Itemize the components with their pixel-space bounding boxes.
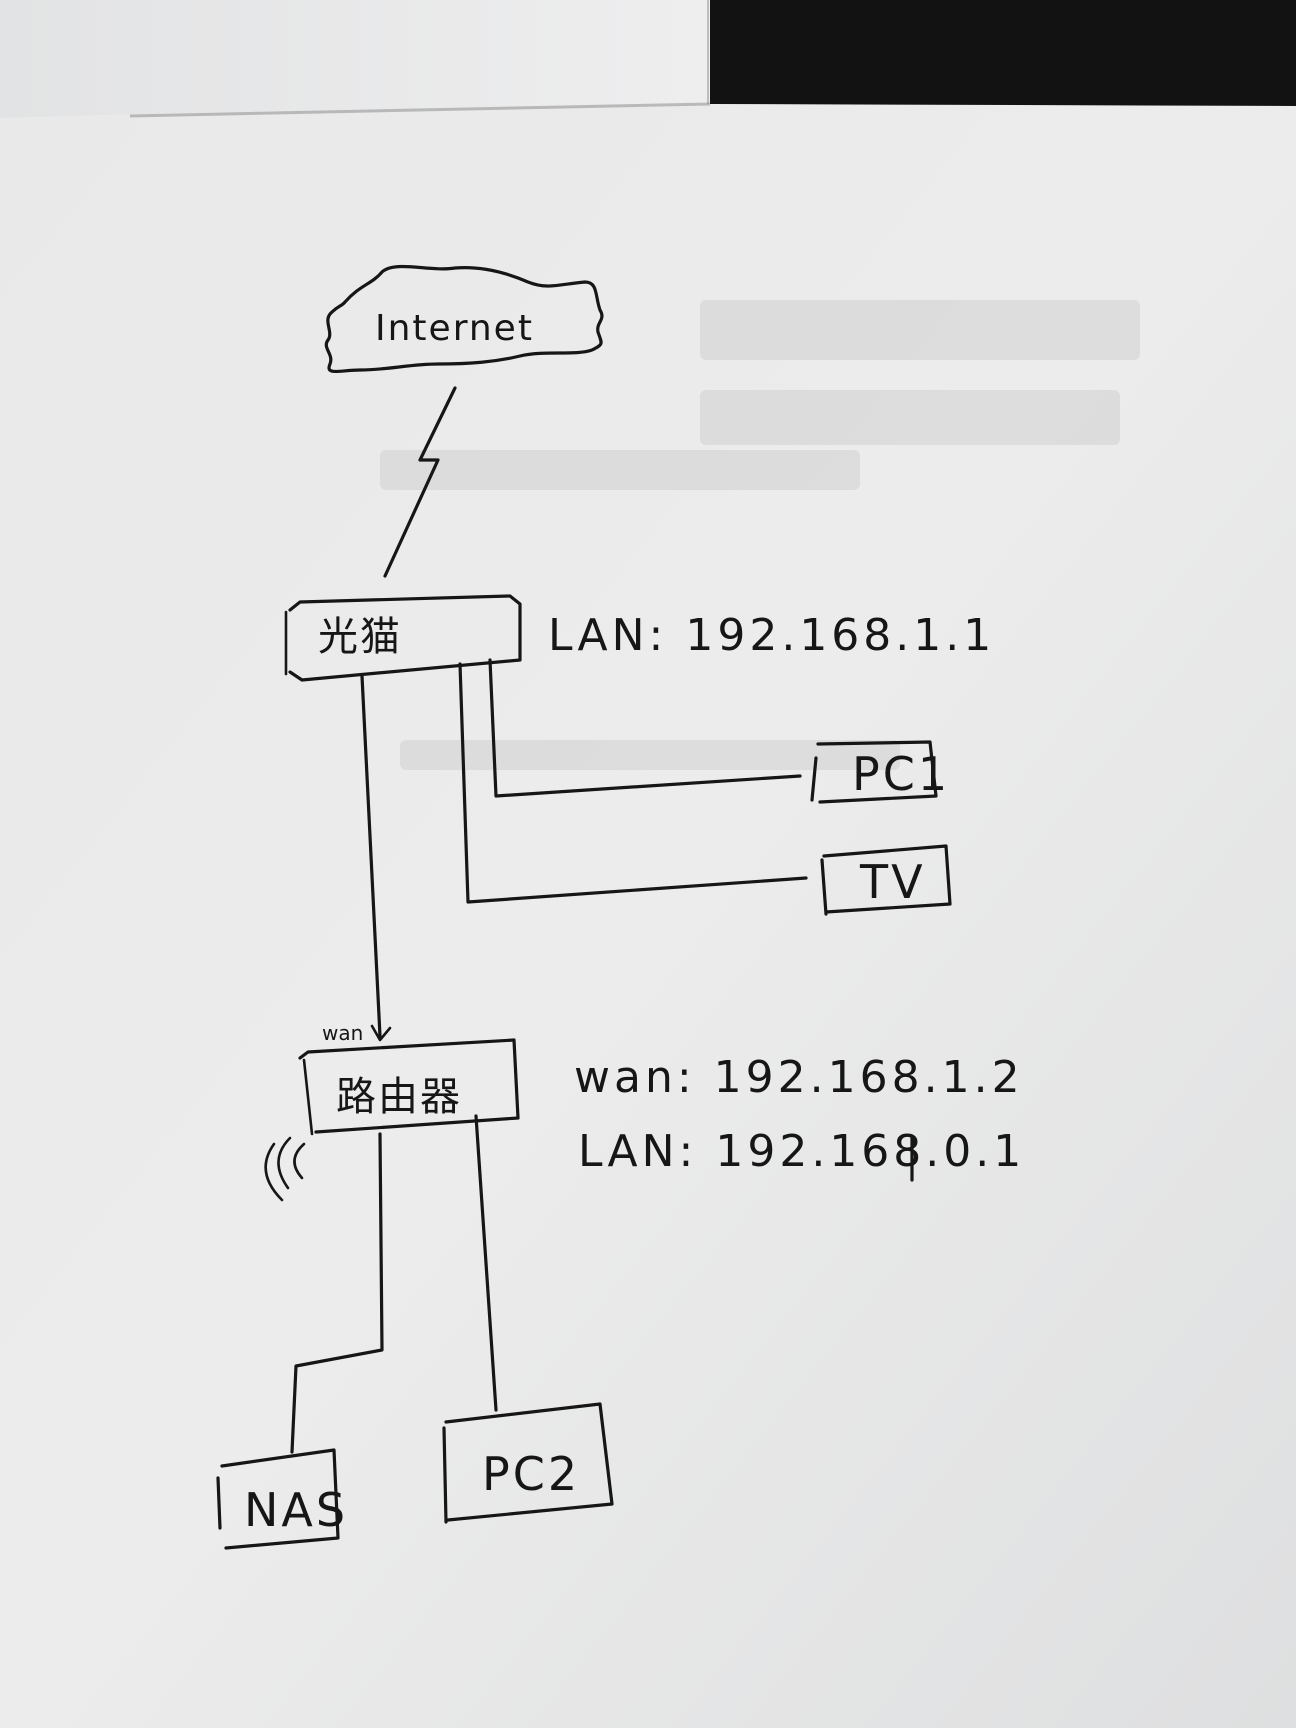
router-wan-port-label: wan bbox=[322, 1021, 363, 1045]
bleed-through-marks bbox=[380, 300, 1140, 770]
cable-router-to-nas bbox=[290, 1132, 384, 1454]
paper-shadow bbox=[129, 102, 711, 118]
wifi-icon bbox=[264, 1136, 306, 1202]
nas-box: NAS bbox=[216, 1448, 348, 1550]
cable-modem-to-pc1 bbox=[488, 658, 802, 798]
pc1-box: PC1 bbox=[810, 740, 950, 804]
router-lan-ip: LAN: 192.168.0.1 bbox=[578, 1126, 1025, 1177]
router-wan-ip: wan: 192.168.1.2 bbox=[574, 1052, 1024, 1103]
tv-box: TV bbox=[820, 844, 952, 916]
cable-router-to-pc2 bbox=[474, 1114, 498, 1412]
tv-label: TV bbox=[859, 855, 926, 909]
internet-label: Internet bbox=[375, 308, 534, 349]
cable-modem-to-tv bbox=[458, 662, 808, 904]
modem-label: 光猫 bbox=[318, 614, 402, 660]
cable-arrow bbox=[370, 1024, 392, 1042]
paper-sheet bbox=[0, 104, 1296, 1728]
pc1-label: PC1 bbox=[852, 747, 950, 801]
internet-cloud: Internet bbox=[324, 264, 604, 374]
nas-label: NAS bbox=[244, 1483, 348, 1537]
router-label: 路由器 bbox=[336, 1074, 462, 1120]
internet-link-lightning bbox=[383, 386, 457, 578]
cable-modem-to-router bbox=[360, 674, 382, 1038]
pc2-box: PC2 bbox=[442, 1402, 614, 1524]
modem-lan-ip: LAN: 192.168.1.1 bbox=[548, 610, 995, 661]
modem-box: 光猫 bbox=[284, 594, 522, 682]
router-box: 路由器 bbox=[298, 1038, 520, 1136]
pc2-label: PC2 bbox=[482, 1447, 580, 1501]
